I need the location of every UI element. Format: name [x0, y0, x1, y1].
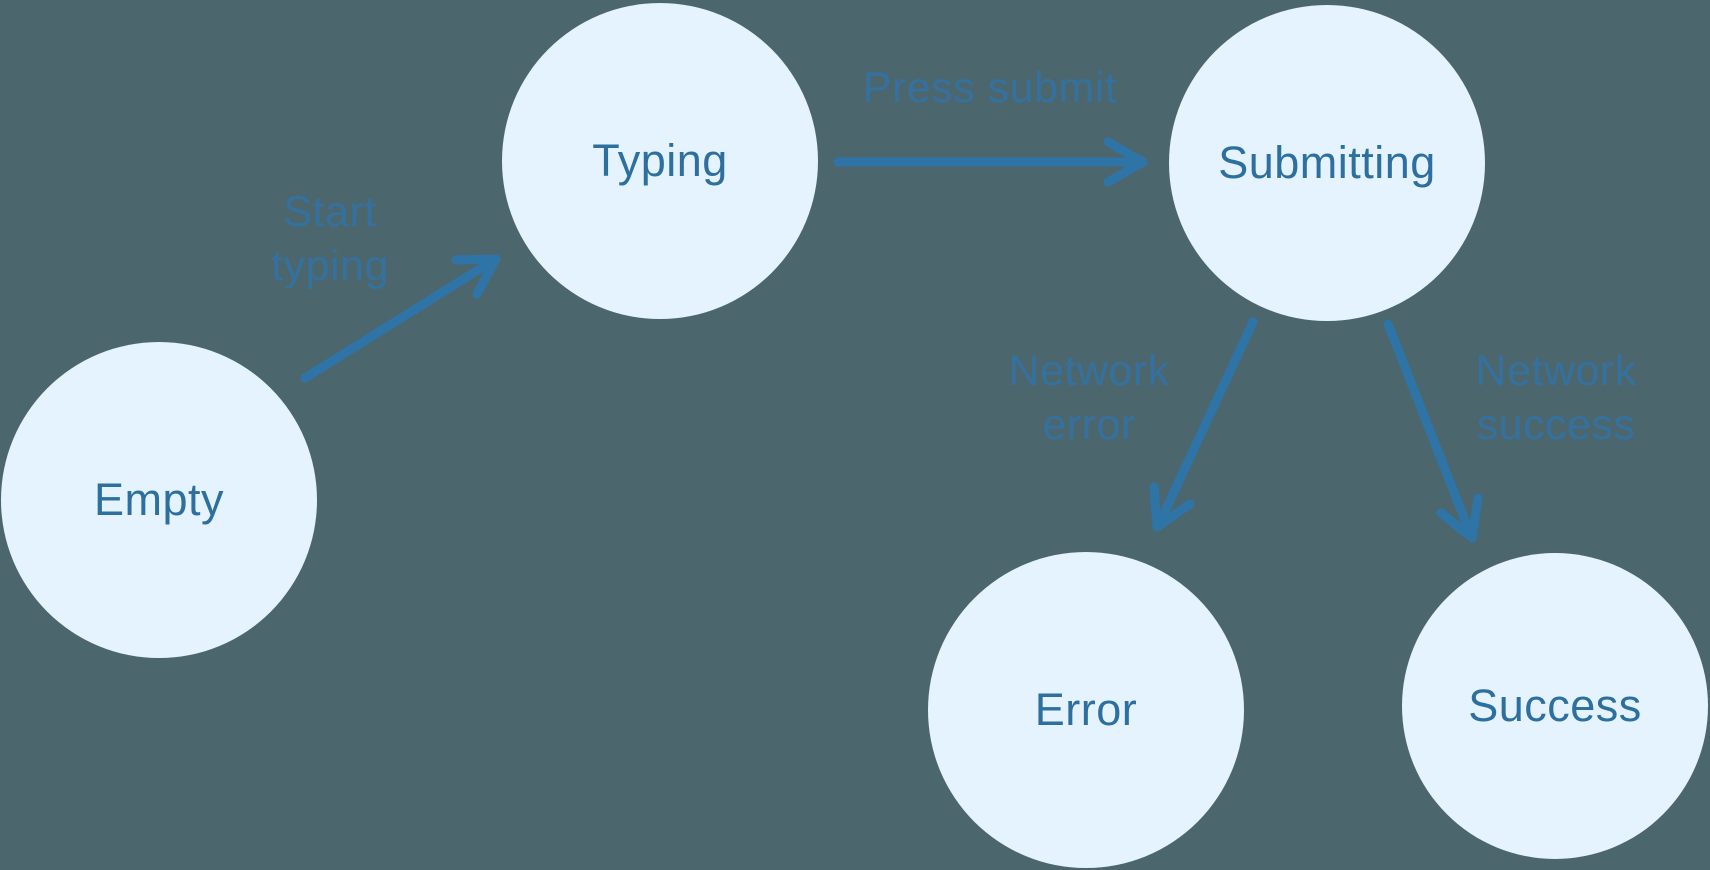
state-label-typing: Typing	[592, 135, 728, 186]
state-label-submitting: Submitting	[1218, 137, 1436, 188]
transition-label-line: Network	[1475, 347, 1637, 395]
transition-label-line: Start	[283, 188, 377, 236]
arrow-submitting-to-error	[1149, 317, 1258, 532]
arrow-shaft	[1154, 317, 1258, 529]
state-label-empty: Empty	[93, 474, 225, 525]
arrow-empty-to-typing	[300, 254, 501, 383]
transition-label-line: Network	[1008, 347, 1170, 395]
state-node-typing: Typing	[502, 3, 818, 319]
state-node-error: Error	[928, 552, 1244, 868]
arrow-submitting-to-success	[1383, 319, 1483, 543]
arrow-shaft	[300, 255, 499, 383]
transition-label-line: error	[1042, 401, 1136, 449]
arrowhead-icon	[1436, 493, 1483, 543]
transition-label-line: success	[1476, 401, 1636, 449]
arrow-shaft	[1383, 319, 1475, 538]
state-node-submitting: Submitting	[1169, 5, 1485, 321]
transition-label-start-typing: Start typing	[271, 185, 389, 293]
transition-label-network-success: Network success	[1475, 344, 1636, 452]
state-node-success: Success	[1402, 553, 1708, 859]
state-label-success: Success	[1468, 680, 1642, 731]
transition-label-line: Press submit	[862, 64, 1118, 112]
state-label-error: Error	[1034, 684, 1138, 735]
arrowhead-icon	[1149, 482, 1195, 532]
transition-label-network-error: Network error	[1008, 344, 1169, 452]
arrow-typing-to-submitting	[833, 137, 1148, 187]
transition-label-press-submit: Press submit	[863, 61, 1118, 115]
state-node-empty: Empty	[1, 342, 317, 658]
transition-label-line: typing	[271, 242, 389, 290]
arrowhead-icon	[451, 254, 501, 299]
arrowhead-icon	[1103, 137, 1148, 187]
